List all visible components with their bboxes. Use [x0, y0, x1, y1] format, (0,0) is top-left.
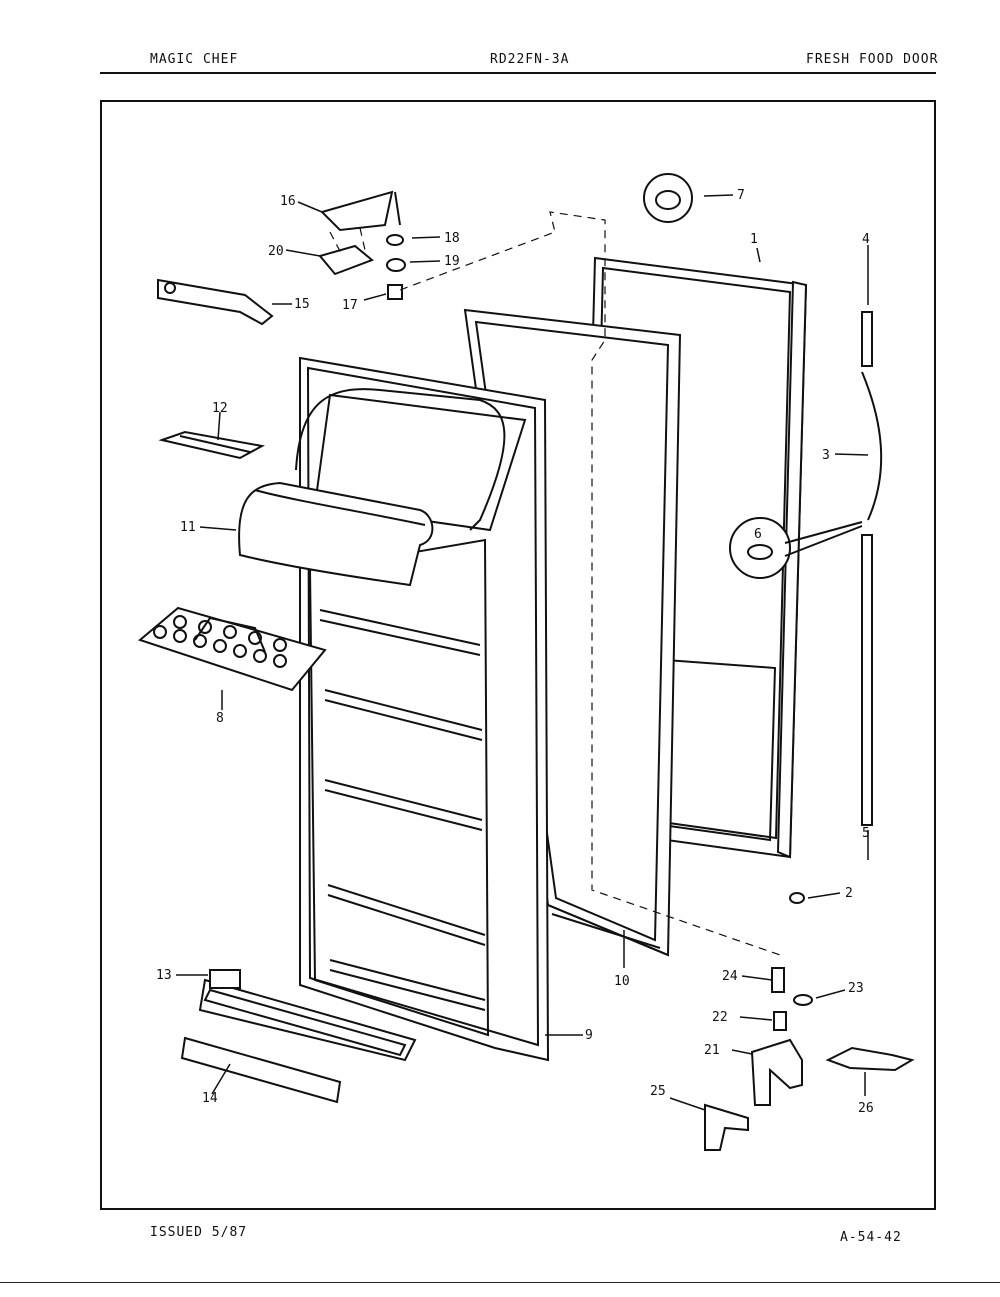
callout-4: 4: [862, 232, 870, 247]
callout-13: 13: [156, 968, 172, 983]
callout-3: 3: [822, 448, 830, 463]
diagram-frame: [100, 100, 936, 1210]
callout-14: 14: [202, 1091, 218, 1106]
callout-18: 18: [444, 231, 460, 246]
callout-20: 20: [268, 244, 284, 259]
callout-22: 22: [712, 1010, 728, 1025]
callout-23: 23: [848, 981, 864, 996]
bottom-door-bar: [180, 969, 417, 1104]
callout-15: 15: [294, 297, 310, 312]
callout-26: 26: [858, 1101, 874, 1116]
footer-code: A-54-42: [840, 1230, 902, 1245]
callout-labels: 1 2 3 4 5 6 7 8 9 10 11 12 13 14 15 16 1…: [156, 188, 874, 1116]
callout-2: 2: [845, 886, 853, 901]
header-brand: MAGIC CHEF: [150, 52, 239, 67]
bottom-hinge-parts: [704, 892, 915, 1151]
callout-16: 16: [280, 194, 296, 209]
butter-shelf: [158, 430, 265, 460]
footer-issued: ISSUED 5/87: [150, 1225, 248, 1240]
handle-knob: [643, 173, 693, 223]
callout-19: 19: [444, 254, 460, 269]
door-handle: [729, 311, 883, 826]
top-hinge: [318, 190, 401, 276]
door-stop: [157, 278, 274, 326]
callout-1: 1: [750, 232, 758, 247]
egg-tray: [137, 606, 327, 692]
callout-6: 6: [754, 527, 762, 542]
dairy-compartment-cover: [238, 481, 434, 587]
header-section: FRESH FOOD DOOR: [806, 52, 939, 67]
callout-21: 21: [704, 1043, 720, 1058]
bottom-rule: [0, 1282, 1000, 1283]
callout-25: 25: [650, 1084, 666, 1099]
header-model: RD22FN-3A: [490, 52, 570, 67]
inner-door-liner: [295, 356, 550, 1062]
callout-24: 24: [722, 969, 738, 984]
callout-9: 9: [585, 1028, 593, 1043]
callout-7: 7: [737, 188, 745, 203]
leader-lines: [176, 194, 869, 1111]
callout-5: 5: [862, 826, 870, 841]
callout-8: 8: [216, 711, 224, 726]
header-rule: [100, 72, 936, 74]
callout-12: 12: [212, 401, 228, 416]
callout-10: 10: [614, 974, 630, 989]
hinge-fasteners: [386, 234, 406, 300]
callout-11: 11: [180, 520, 196, 535]
callout-17: 17: [342, 298, 358, 313]
